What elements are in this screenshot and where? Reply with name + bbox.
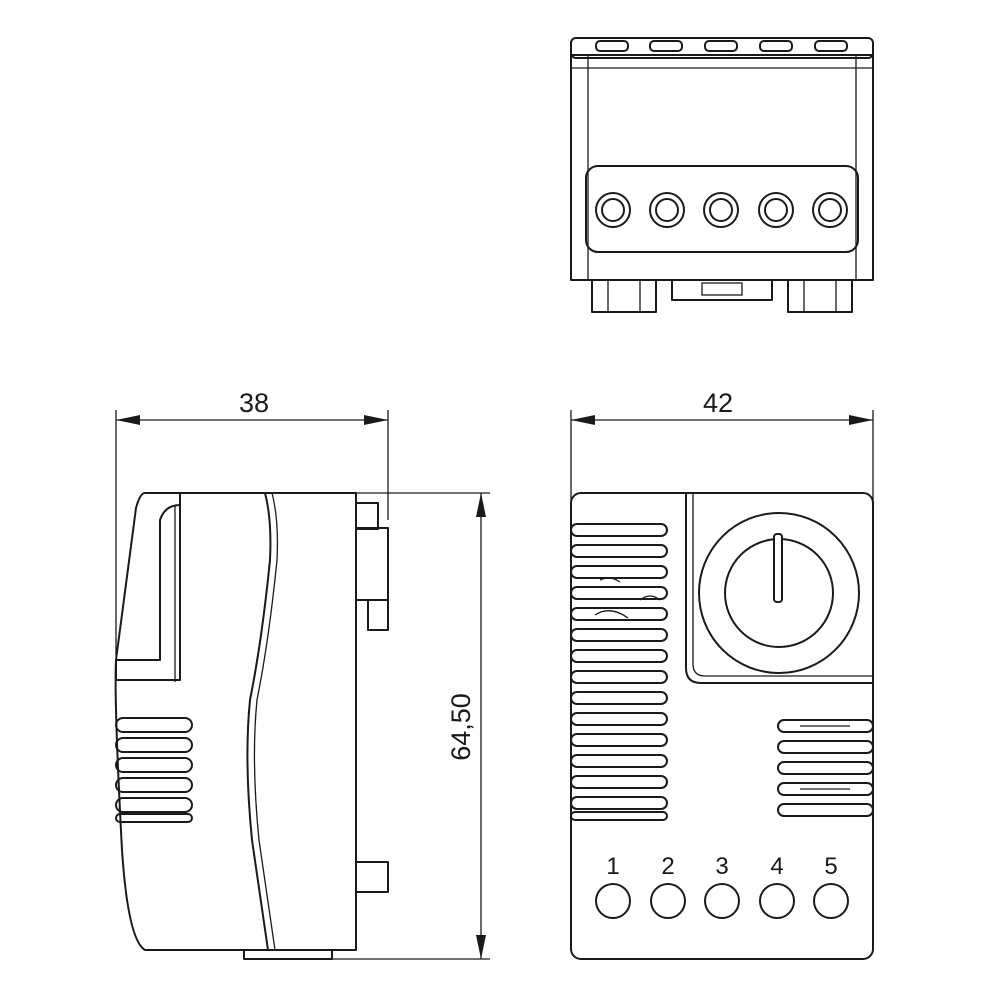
front-view-left-vents — [570, 523, 668, 821]
vent-slot — [570, 607, 668, 621]
side-view-housing — [114, 492, 357, 951]
screw-head — [649, 40, 683, 52]
clip-right — [787, 279, 853, 313]
arrow-head — [476, 935, 486, 959]
dimension-label-height: 64,50 — [446, 693, 476, 761]
vent-slot — [115, 757, 193, 773]
terminal-hole-3 — [704, 883, 740, 919]
terminal-label-5: 5 — [824, 853, 837, 880]
clip-left — [591, 279, 657, 313]
vent-slot — [570, 670, 668, 684]
dimension-label-depth: 38 — [239, 388, 269, 418]
front-view-right-vents — [777, 719, 874, 817]
terminal-label-1: 1 — [606, 853, 619, 880]
side-view-vents — [115, 717, 193, 823]
vent-slot — [115, 777, 193, 793]
front-view-terminals: 1 2 3 4 5 — [595, 853, 849, 919]
vent-slot — [570, 796, 668, 810]
screw-head — [759, 40, 793, 52]
clip-center — [671, 279, 773, 301]
internal-component — [594, 577, 661, 619]
vent-slot — [777, 740, 874, 754]
vent-slot — [777, 803, 874, 817]
clip-bottom — [355, 861, 389, 893]
side-view-seam-inner — [253, 492, 279, 951]
vent-slot — [570, 811, 668, 821]
top-view-terminal-strip — [570, 37, 874, 59]
screw-inner — [709, 198, 733, 222]
arrow-head — [364, 415, 388, 425]
arrow-head — [476, 493, 486, 517]
top-view-screw-heads — [595, 40, 848, 52]
screw-inner — [601, 198, 625, 222]
terminal-label-3: 3 — [715, 853, 728, 880]
dimension-width: 42 — [570, 388, 874, 505]
terminal-label-4: 4 — [770, 853, 783, 880]
top-view-body — [570, 54, 874, 281]
vent-slot — [115, 717, 193, 733]
top-view — [570, 37, 874, 313]
vent-slot — [777, 761, 874, 775]
vent-slot — [570, 649, 668, 663]
dimension-depth: 38 — [115, 388, 389, 655]
top-view-terminal-window — [585, 165, 859, 253]
arrow-head — [571, 415, 595, 425]
screw-outer — [649, 192, 685, 228]
side-view-rail-clips — [355, 502, 389, 893]
front-view-dial-panel-inner — [692, 493, 873, 677]
vent-slot — [115, 797, 193, 813]
vent-slot — [777, 719, 874, 733]
vent-slot — [570, 775, 668, 789]
vent-slot — [115, 737, 193, 753]
dimension-label-width: 42 — [703, 388, 733, 418]
clip-top-hook — [367, 599, 389, 631]
dimension-height: 64,50 — [332, 492, 490, 960]
arrow-head — [116, 415, 140, 425]
vent-slot — [570, 733, 668, 747]
vent-slot — [570, 712, 668, 726]
vent-slot — [570, 754, 668, 768]
screw-head — [814, 40, 848, 52]
terminal-label-2: 2 — [661, 853, 674, 880]
terminal-hole-4 — [759, 883, 795, 919]
screw-inner — [655, 198, 679, 222]
vent-slot — [570, 523, 668, 537]
vent-slot — [570, 565, 668, 579]
front-view-dial-panel — [685, 492, 874, 684]
clip-top-tab — [355, 502, 379, 530]
vent-slot — [570, 544, 668, 558]
screw-outer — [812, 192, 848, 228]
clip-center-slot — [701, 282, 743, 296]
screw-inner — [818, 198, 842, 222]
side-view — [114, 492, 389, 960]
vent-slot — [570, 586, 668, 600]
top-view-rail-clip — [591, 279, 853, 313]
terminal-hole-2 — [650, 883, 686, 919]
terminal-hole-1 — [595, 883, 631, 919]
arrow-head — [849, 415, 873, 425]
screw-outer — [703, 192, 739, 228]
front-view: 1 2 3 4 5 — [570, 492, 874, 960]
screw-head — [704, 40, 738, 52]
vent-slot — [570, 628, 668, 642]
side-view-foot — [243, 949, 333, 960]
terminal-hole-5 — [813, 883, 849, 919]
side-view-seam — [246, 492, 272, 951]
vent-slot — [115, 813, 193, 823]
screw-head — [595, 40, 629, 52]
screw-outer — [595, 192, 631, 228]
vent-slot — [570, 691, 668, 705]
screw-outer — [758, 192, 794, 228]
top-view-screws — [595, 192, 848, 228]
vent-slot — [777, 782, 874, 796]
dial-bezel — [698, 512, 860, 674]
dial-pointer-icon — [773, 533, 783, 603]
screw-inner — [764, 198, 788, 222]
clip-top — [355, 527, 389, 601]
